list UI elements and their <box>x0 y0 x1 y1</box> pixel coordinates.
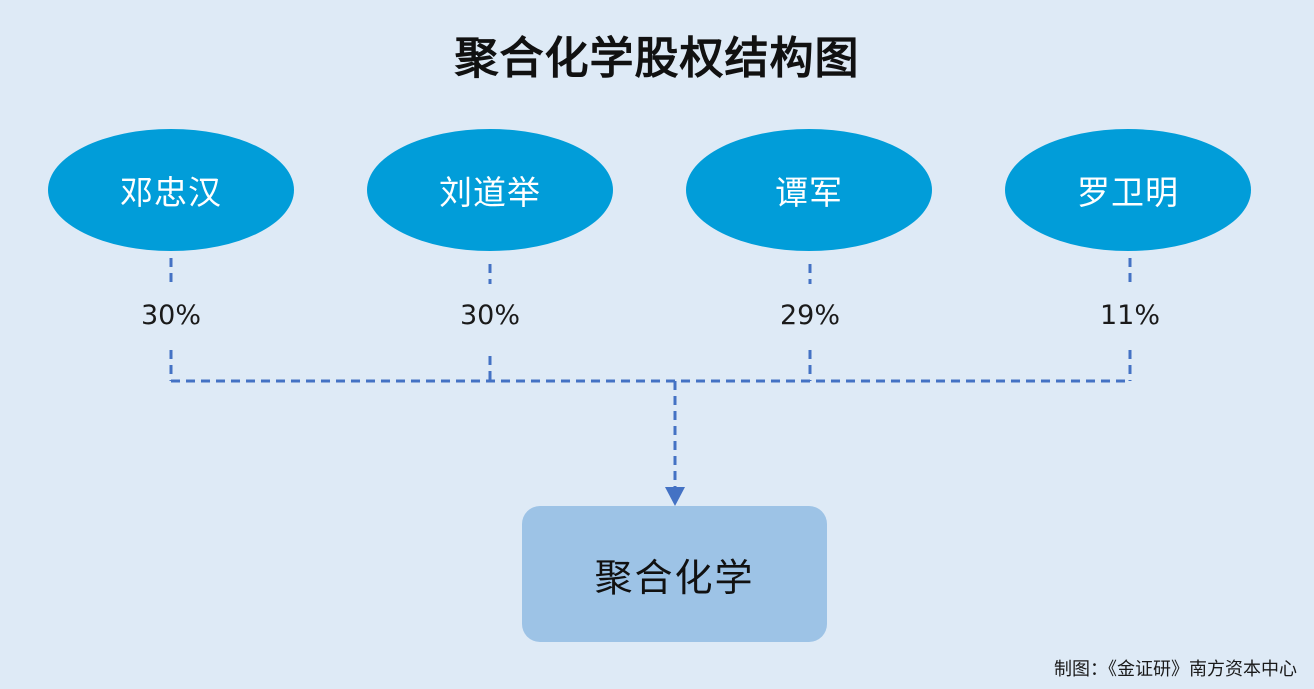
shareholder-name-1: 邓忠汉 <box>120 173 222 212</box>
shareholder-name-2: 刘道举 <box>439 173 541 212</box>
chart-credit: 制图：《金证研》南方资本中心 <box>1054 659 1297 680</box>
stake-label-2: 30% <box>459 300 520 331</box>
shareholder-node-4: 罗卫明 <box>1005 129 1251 251</box>
shareholder-name-3: 谭军 <box>775 173 843 212</box>
shareholder-node-1: 邓忠汉 <box>48 129 294 251</box>
arrow-head <box>665 487 685 506</box>
stake-label-1: 30% <box>140 300 201 331</box>
stake-label-3: 29% <box>779 300 840 331</box>
company-name: 聚合化学 <box>594 555 755 600</box>
shareholder-node-2: 刘道举 <box>367 129 613 251</box>
company-node: 聚合化学 <box>522 506 827 642</box>
stake-label-4: 11% <box>1099 300 1160 331</box>
shareholder-name-4: 罗卫明 <box>1077 173 1179 212</box>
diagram-title: 聚合化学股权结构图 <box>454 33 860 84</box>
shareholder-node-3: 谭军 <box>686 129 932 251</box>
